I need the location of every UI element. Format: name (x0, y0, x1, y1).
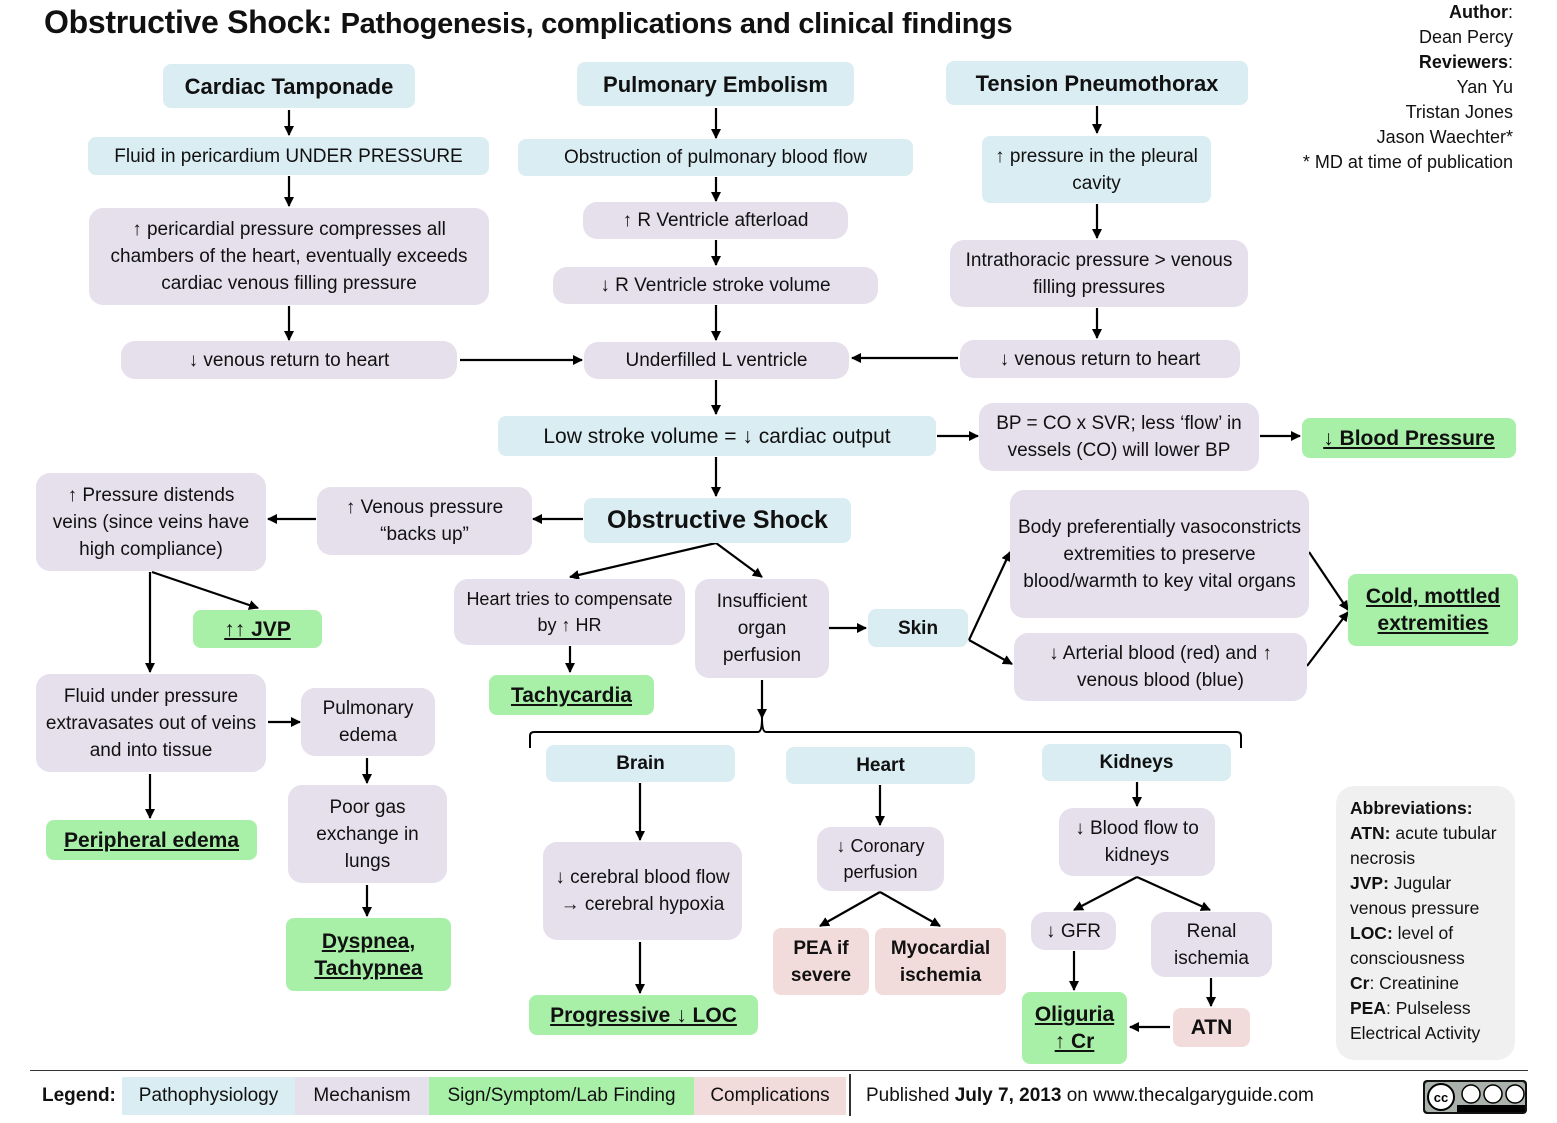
node-compensate-hr: Heart tries to compensate by ↑ HR (454, 579, 685, 645)
node-low-stroke-volume: Low stroke volume = ↓ cardiac output (498, 416, 936, 456)
node-fluid-pericardium: Fluid in pericardium UNDER PRESSURE (88, 137, 489, 175)
node-rv-afterload: ↑ R Ventricle afterload (583, 202, 848, 239)
node-cerebral-flow: ↓ cerebral blood flow → cerebral hypoxia (543, 842, 742, 940)
node-oliguria: Oliguria ↑ Cr (1022, 992, 1127, 1064)
node-pulmonary-embolism: Pulmonary Embolism (577, 62, 854, 106)
reviewer-name: Tristan Jones (1405, 102, 1513, 122)
node-intrathoracic: Intrathoracic pressure > venous filling … (950, 240, 1248, 307)
node-myocardial-ischemia: Myocardial ischemia (875, 928, 1006, 995)
abbreviations-title: Abbreviations: (1350, 798, 1473, 818)
node-obstructive-shock: Obstructive Shock (584, 498, 851, 543)
author-label: Author (1449, 2, 1508, 22)
node-pulmonary-edema: Pulmonary edema (301, 688, 435, 756)
node-kidneys: Kidneys (1042, 744, 1231, 781)
abbr-def: acute tubular necrosis (1350, 823, 1497, 868)
legend-pathophysiology: Pathophysiology (122, 1077, 295, 1115)
node-dyspnea: Dyspnea, Tachypnea (286, 918, 451, 991)
node-heart: Heart (786, 747, 975, 784)
legend-label: Legend: (42, 1085, 116, 1106)
node-gfr: ↓ GFR (1031, 912, 1116, 950)
legend-complications: Complications (694, 1077, 846, 1115)
svg-text:cc: cc (1434, 1090, 1448, 1105)
legend-mechanism: Mechanism (295, 1077, 429, 1115)
abbr-term: PEA (1350, 998, 1386, 1018)
author-name: Dean Percy (1418, 27, 1513, 47)
node-underfilled-lv: Underfilled L ventricle (584, 342, 849, 379)
published-note: Published July 7, 2013 on www.thecalgary… (866, 1085, 1314, 1106)
cc-by-nc-sa-icon: cc (1423, 1080, 1527, 1114)
reviewers-label: Reviewers (1418, 52, 1508, 72)
abbr-def: Jugular venous pressure (1350, 873, 1480, 918)
node-atn: ATN (1173, 1008, 1250, 1047)
node-progressive-loc: Progressive ↓ LOC (529, 995, 758, 1035)
node-coronary-perfusion: ↓ Coronary perfusion (817, 827, 944, 891)
abbr-def: level of consciousness (1350, 923, 1465, 968)
node-venous-return-right: ↓ venous return to heart (960, 340, 1240, 378)
abbr-term: ATN: (1350, 823, 1391, 843)
node-venous-return-left: ↓ venous return to heart (121, 341, 457, 379)
legend-sign: Sign/Symptom/Lab Finding (429, 1077, 694, 1115)
page-subtitle: Pathogenesis, complications and clinical… (340, 8, 1013, 40)
node-peripheral-edema: Peripheral edema (46, 820, 257, 860)
node-skin: Skin (868, 609, 968, 647)
node-arterial-venous: ↓ Arterial blood (red) and ↑ venous bloo… (1014, 633, 1307, 701)
node-pericardial-pressure: ↑ pericardial pressure compresses all ch… (89, 208, 489, 305)
reviewer-name: Yan Yu (1456, 77, 1513, 97)
node-jvp: ↑↑ JVP (193, 610, 322, 648)
node-kidney-flow: ↓ Blood flow to kidneys (1059, 808, 1215, 876)
node-obstruction: Obstruction of pulmonary blood flow (518, 139, 913, 176)
abbreviations-box: Abbreviations: ATN: acute tubular necros… (1336, 786, 1515, 1060)
node-distends-veins: ↑ Pressure distends veins (since veins h… (36, 473, 266, 571)
license-icon: cc (1425, 1082, 1525, 1112)
abbr-term: LOC: (1350, 923, 1393, 943)
abbr-term: JVP: (1350, 873, 1389, 893)
node-renal-ischemia: Renal ischemia (1151, 912, 1272, 977)
node-insufficient-perfusion: Insufficient organ perfusion (695, 579, 829, 678)
legend-bar (30, 1070, 1528, 1121)
node-venous-backup: ↑ Venous pressure “backs up” (317, 487, 532, 555)
node-vasoconstricts: Body preferentially vasoconstricts extre… (1010, 490, 1309, 618)
node-extravasates: Fluid under pressure extravasates out of… (36, 674, 266, 772)
node-blood-pressure: ↓ Blood Pressure (1302, 418, 1516, 458)
node-brain: Brain (546, 745, 735, 782)
abbr-def: : Creatinine (1369, 973, 1459, 993)
node-tension-pneumothorax: Tension Pneumothorax (946, 61, 1248, 105)
node-rv-stroke-volume: ↓ R Ventricle stroke volume (553, 267, 878, 304)
node-poor-gas-exchange: Poor gas exchange in lungs (288, 785, 447, 883)
node-pleural-pressure: ↑ pressure in the pleural cavity (982, 136, 1211, 203)
node-pea-severe: PEA if severe (773, 928, 869, 995)
node-tachycardia: Tachycardia (489, 675, 654, 715)
abbr-def: : Pulseless Electrical Activity (1350, 998, 1481, 1043)
reviewer-name: Jason Waechter* (1376, 127, 1513, 147)
node-cardiac-tamponade: Cardiac Tamponade (163, 64, 415, 108)
credits: Author: Dean Percy Reviewers: Yan Yu Tri… (1303, 0, 1513, 175)
legend-divider (849, 1074, 851, 1116)
node-bp-formula: BP = CO x SVR; less ‘flow’ in vessels (C… (979, 403, 1259, 471)
node-cold-mottled: Cold, mottled extremities (1348, 574, 1518, 646)
abbr-term: Cr (1350, 973, 1370, 993)
page-title: Obstructive Shock: Pathogenesis, complic… (44, 4, 1013, 40)
credits-note: * MD at time of publication (1302, 152, 1513, 172)
